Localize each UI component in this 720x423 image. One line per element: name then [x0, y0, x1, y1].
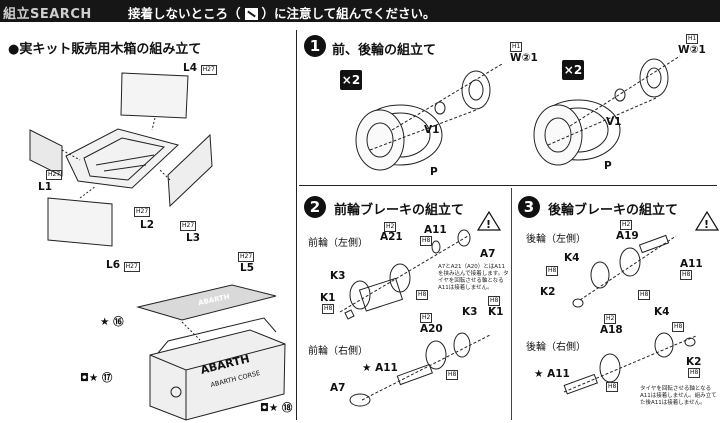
tag-l1: H27: [46, 170, 63, 180]
section-divider-horizontal: [299, 185, 717, 186]
tag-h1-left: H1: [510, 42, 523, 52]
box-section-title: ●実キット販売用木箱の組み立て: [8, 42, 202, 57]
tag-h2-a20: H2: [420, 313, 433, 323]
label-a20: A20: [420, 323, 443, 335]
label-a11-front-left: A11: [424, 224, 447, 236]
front-left-caption: 前輪（左側）: [308, 238, 368, 249]
tag-h8-k1: H8: [322, 304, 335, 314]
tag-h8-a11-rear: H8: [680, 270, 693, 280]
label-a11-rear-right: ★ A11: [534, 368, 570, 380]
section-divider-steps: [511, 188, 512, 420]
label-a7-front-left: A7: [480, 248, 496, 260]
wheel-assembly-left: [355, 63, 503, 171]
tag-h8-k1-right: H8: [488, 296, 501, 306]
tag-h8-rear-left: H8: [638, 290, 651, 300]
tag-h8-a11: H8: [420, 236, 433, 246]
tag-h8-k4-right: H8: [672, 322, 685, 332]
tag-h8-rear-right: H8: [606, 382, 619, 392]
tag-l2: H27: [134, 207, 151, 217]
panel-l4: [120, 72, 189, 119]
label-k4-rear-left: K4: [564, 252, 580, 264]
sticker-16: ★ ⑯: [100, 316, 124, 328]
label-w21-left: W②1: [510, 52, 538, 64]
rear-brake-right-parts: [563, 332, 697, 395]
tag-h8-k2-left: H8: [546, 266, 559, 276]
panel-l6: [47, 197, 113, 247]
note-text-before: 接着しないところ（: [128, 6, 241, 21]
label-w21-right: W②1: [678, 44, 706, 56]
step-2-number: 2: [304, 196, 326, 218]
rear-left-caption: 後輪（左側）: [526, 234, 586, 245]
label-a19: A19: [616, 230, 639, 242]
label-k1-front-left: K1: [320, 292, 336, 304]
caution-triangle-step3: [694, 210, 720, 231]
label-l3: L3: [186, 232, 200, 244]
front-right-caption: 前輪（右側）: [308, 346, 368, 357]
tag-h8-k2-right: H8: [688, 368, 701, 378]
label-l2: L2: [140, 219, 154, 231]
label-l1: L1: [38, 181, 52, 193]
panel-l3: [167, 133, 213, 208]
tag-l3: H27: [180, 221, 197, 231]
step-3-number: 3: [518, 196, 540, 218]
sticker-17: ◘★ ⑰: [80, 372, 113, 384]
step-1-title: 前、後輪の組立て: [332, 43, 437, 58]
caution-mark-step3: !: [704, 218, 709, 231]
label-k3-front-left: K3: [330, 270, 346, 282]
multiplier-left: ×2: [340, 70, 362, 90]
label-v1-right: V1: [606, 116, 622, 128]
section-divider-vertical: [296, 30, 297, 420]
note-text-after: ）に注意して組んでください。: [261, 6, 436, 21]
front-brake-right-parts: [349, 332, 491, 407]
tag-h8-front-left: H8: [416, 290, 429, 300]
label-a21: A21: [380, 231, 403, 243]
step-3-title: 後輪ブレーキの組立て: [548, 203, 679, 218]
label-v1-left: V1: [424, 124, 440, 136]
caution-mark-step2: !: [486, 218, 491, 231]
label-a7-front-right: A7: [330, 382, 346, 394]
label-l4: L4 H27: [183, 62, 217, 75]
no-glue-icon: [244, 8, 258, 20]
front-brake-left-parts: [339, 229, 471, 320]
tag-h2-a19: H2: [620, 220, 633, 230]
multiplier-right: ×2: [562, 60, 584, 80]
tag-h1-right: H1: [686, 34, 699, 44]
tag-l5: H27: [238, 252, 255, 262]
instruction-header: 組立SEARCH 接着しないところ（ ）に注意して組んでください。: [0, 0, 720, 22]
panel-l5-lid: [136, 284, 277, 321]
step-3-note: タイヤを回転させる軸となるA11は接着しません。組み立てた後A11は接着しません…: [640, 386, 717, 406]
label-l5: L5: [240, 262, 254, 274]
label-a11-rear-left: A11: [680, 258, 703, 270]
step-2-title: 前輪ブレーキの組立て: [334, 203, 465, 218]
step-1-number: 1: [304, 35, 326, 57]
label-l6: L6 H27: [106, 259, 140, 272]
caution-triangle-step2: [476, 210, 502, 231]
tag-h2-a21: H2: [384, 222, 397, 232]
sticker-18: ◘★ ⑱: [260, 402, 293, 414]
label-k2-rear-left: K2: [540, 286, 556, 298]
tag-h8-front-right: H8: [446, 370, 459, 380]
label-a18: A18: [600, 324, 623, 336]
brand-watermark: 組立SEARCH: [3, 7, 92, 22]
step-2-note: A7とA21（A20）とはA11を挟み込んで接着します。タイヤを回転させる軸とな…: [438, 264, 509, 291]
label-k4-rear-right: K4: [654, 306, 670, 318]
label-a11-front-right: ★ A11: [362, 362, 398, 374]
label-k3-front-right: K3: [462, 306, 478, 318]
glue-warning-note: 接着しないところ（ ）に注意して組んでください。: [128, 3, 436, 22]
label-k2-rear-right: K2: [686, 356, 702, 368]
rear-brake-left-parts: [572, 234, 677, 308]
tag-h2-a18: H2: [604, 314, 617, 324]
wheel-assembly-right: [533, 55, 681, 166]
rear-right-caption: 後輪（右側）: [526, 342, 586, 353]
label-p-left: P: [430, 166, 438, 178]
label-p-right: P: [604, 160, 612, 172]
label-k1-front-right: K1: [488, 306, 504, 318]
